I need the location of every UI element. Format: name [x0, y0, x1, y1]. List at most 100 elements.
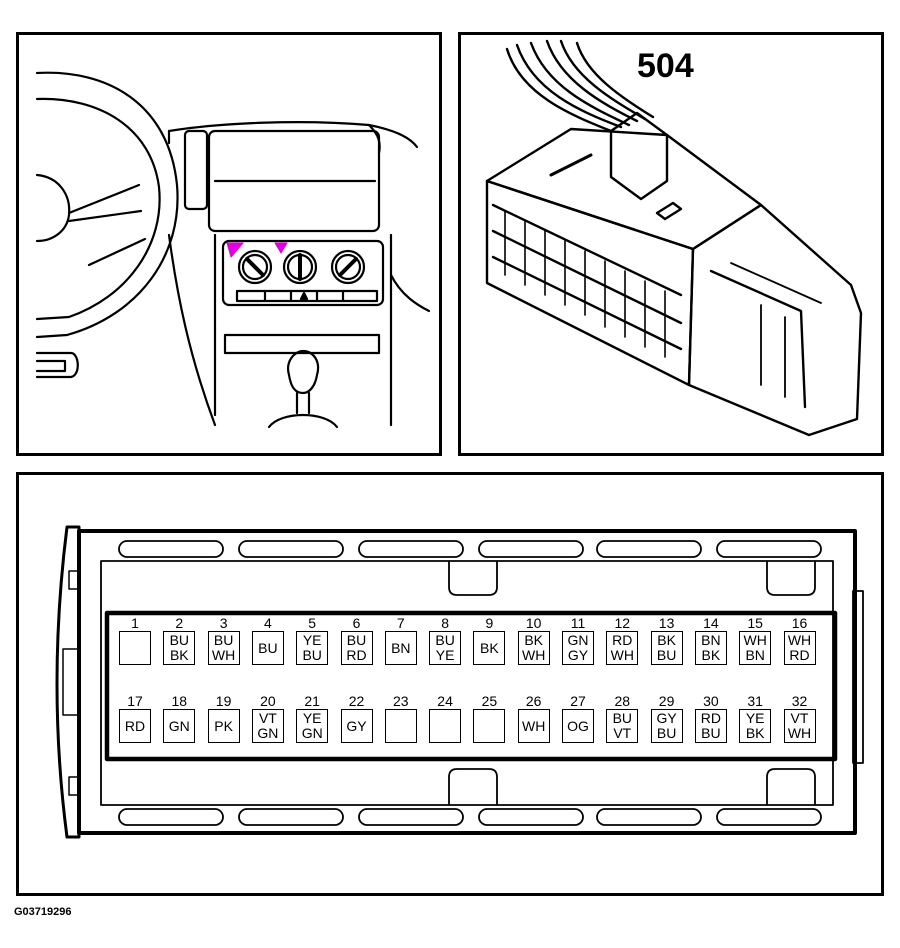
pin-number: 21 — [304, 693, 320, 709]
wire-color-code: BK — [480, 639, 499, 656]
wire-color-code: VT — [790, 710, 809, 726]
wire-color-code: BN — [701, 632, 721, 648]
pin-number: 20 — [260, 693, 276, 709]
wire-color-code: BK — [524, 632, 544, 648]
bottom-slot — [118, 808, 224, 826]
pin-23: 23 — [384, 694, 418, 743]
wire-color-code: GY — [346, 717, 367, 734]
wire-color-code: BU — [258, 639, 278, 656]
wire-color-code: BU — [213, 632, 234, 648]
dashboard-illustration — [35, 71, 431, 429]
center-display — [207, 129, 381, 233]
wire-color-code: WH — [522, 717, 546, 734]
wire-color-code: YE — [435, 647, 455, 663]
pin-cavity — [429, 709, 462, 743]
wire-color-code: BK — [701, 647, 721, 663]
wire-color-code: BU — [169, 632, 190, 648]
connector-label: 504 — [637, 47, 694, 85]
connector-front-face — [485, 179, 695, 387]
pin-number: 2 — [175, 615, 184, 631]
location-marker-right — [274, 242, 288, 254]
steering-hub — [35, 173, 71, 243]
housing-left-flange — [55, 525, 81, 839]
pin-number: 22 — [348, 693, 365, 709]
wire-color-code: BU — [435, 632, 455, 648]
pin-cavity: OG — [562, 709, 594, 743]
pin-number: 25 — [481, 693, 498, 709]
pin-number: 24 — [437, 693, 453, 709]
dashboard-location-panel — [16, 32, 442, 456]
pin-cavity: BN — [384, 631, 417, 665]
wire-color-code: RD — [700, 710, 721, 726]
wire-color-code: GN — [567, 632, 589, 648]
climate-panel — [221, 239, 385, 307]
wire-color-code: VT — [258, 710, 277, 726]
wire-color-code: PK — [214, 717, 233, 734]
pin-number: 29 — [658, 693, 675, 709]
side-vent — [35, 351, 79, 379]
connector-view-panel: 504 — [458, 32, 884, 456]
distribution-knob — [330, 249, 366, 285]
wire-color-code: GN — [301, 725, 323, 741]
wire-color-code: RD — [612, 632, 633, 648]
pin-number: 6 — [352, 615, 361, 631]
pin-number: 16 — [791, 615, 808, 631]
steering-wheel-rim — [35, 71, 179, 339]
wire-color-code: BK — [169, 647, 189, 663]
wire-color-code: GY — [567, 647, 589, 663]
wire-color-code: BK — [657, 632, 676, 648]
pin-cavity: BU — [251, 631, 284, 665]
wire-color-code: BU — [612, 710, 633, 726]
wire-color-code: OG — [567, 717, 589, 734]
temperature-knob — [237, 249, 273, 285]
wire-color-code: GN — [257, 725, 279, 741]
pin-number: 28 — [614, 693, 631, 709]
wire-color-code: BN — [745, 647, 765, 663]
wire-color-code: BU — [656, 647, 677, 663]
pin-25: 25 — [472, 694, 506, 743]
pin-number: 32 — [791, 693, 808, 709]
pin-number: 26 — [525, 693, 542, 709]
pin-number: 23 — [393, 693, 409, 709]
pin-number: 1 — [131, 615, 139, 631]
pin-24: 24 — [428, 694, 462, 743]
wire-color-code: BU — [656, 725, 677, 741]
pin-cavity — [384, 709, 417, 743]
